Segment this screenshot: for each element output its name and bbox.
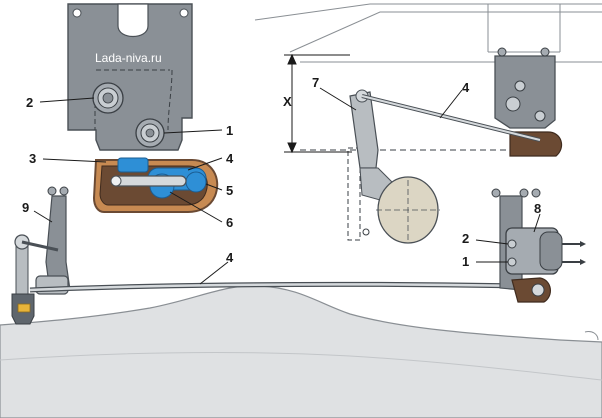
watermark-text: Lada-niva.ru [95, 51, 162, 65]
lever-7 [349, 91, 379, 169]
dimension-x-label: X [283, 94, 292, 109]
callout-7-side: 7 [312, 75, 319, 90]
linkage-assembly [11, 186, 586, 325]
mounting-plate [67, 3, 193, 151]
callout-6-detail: 6 [226, 215, 233, 230]
callout-4-detail: 4 [226, 151, 234, 166]
linkage-leader-lines [33, 210, 541, 285]
side-leader-lines [319, 87, 463, 119]
pressure-regulator-8 [505, 227, 586, 275]
callout-2-main: 2 [462, 231, 469, 246]
side-bracket [494, 55, 556, 129]
rod-end-bushing [511, 277, 551, 303]
plate-slot [117, 3, 149, 38]
callout-5-detail: 5 [226, 183, 233, 198]
dimension-x [284, 53, 352, 154]
callout-8: 8 [534, 201, 541, 216]
side-view-assembly: X [254, 3, 602, 244]
callout-2-detail: 2 [26, 95, 33, 110]
callout-4-side: 4 [462, 80, 470, 95]
callout-9: 9 [22, 200, 29, 215]
bolt-2-icon [92, 82, 124, 114]
callout-4-main: 4 [226, 250, 234, 265]
detail-leader-lines [39, 97, 223, 223]
detail-bracket-assembly: Lada-niva.ru [67, 3, 219, 213]
callout-1-main: 1 [462, 254, 469, 269]
lever-rod [111, 175, 187, 187]
bolt-1-icon [135, 118, 165, 148]
side-bushing [509, 131, 563, 157]
callout-1-detail: 1 [226, 123, 233, 138]
vehicle-body-outline [0, 285, 602, 418]
callout-3-detail: 3 [29, 151, 36, 166]
